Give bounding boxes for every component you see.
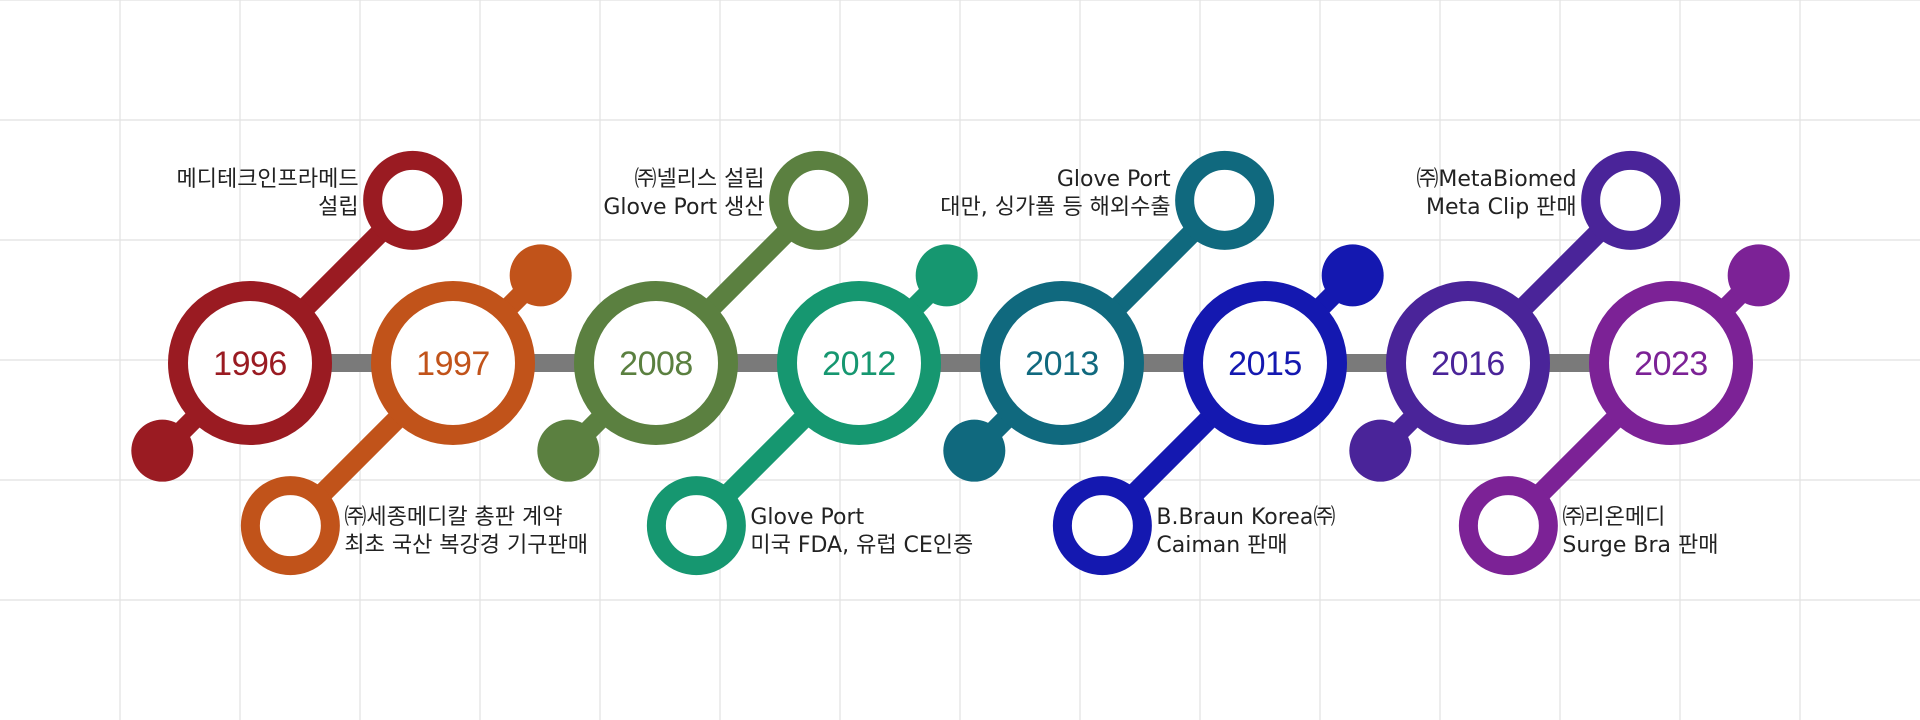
caption-line: ㈜세종메디칼 총판 계약 [344, 504, 563, 530]
year-ring [574, 281, 738, 445]
milestone-1996: 1996 [131, 150, 463, 482]
milestone-end-ring [240, 476, 340, 576]
milestone-dot [1727, 244, 1790, 307]
milestone-dot [509, 244, 572, 307]
milestone-end-ring [1052, 476, 1152, 576]
milestones: 1996 1997 2008 2012 2013 2015 2016 2023 [131, 150, 1790, 576]
year-ring [371, 281, 535, 445]
caption-line: Surge Bra 판매 [1562, 532, 1719, 558]
caption-line: Glove Port 생산 [603, 195, 765, 221]
milestone-2013: 2013 [943, 150, 1275, 482]
milestone-2015: 2015 [1052, 244, 1384, 576]
caption-line: Glove Port [1056, 167, 1171, 193]
year-label: 2023 [1634, 345, 1708, 383]
milestone-end-ring [646, 476, 746, 576]
milestone-end-ring [1458, 476, 1558, 576]
milestone-dot [915, 244, 978, 307]
milestone-2016: 2016 [1349, 150, 1681, 482]
caption-line: ㈜MetaBiomed [1416, 167, 1577, 193]
year-label: 2012 [822, 345, 896, 383]
caption-line: 대만, 싱가폴 등 해외수출 [940, 195, 1171, 221]
year-label: 2008 [619, 345, 693, 383]
caption-line: B.Braun Korea㈜ [1156, 504, 1336, 530]
year-label: 2013 [1025, 345, 1099, 383]
milestone-2008: 2008 [537, 150, 869, 482]
caption-line: ㈜넬리스 설립 [634, 167, 765, 193]
year-label: 1997 [416, 345, 490, 383]
milestone-dot [537, 419, 600, 482]
milestone-end-ring [769, 150, 869, 250]
caption-line: Glove Port [750, 504, 865, 530]
year-label: 2015 [1228, 345, 1302, 383]
caption-line: Caiman 판매 [1156, 532, 1288, 558]
year-ring [1386, 281, 1550, 445]
milestone-dot [1349, 419, 1412, 482]
caption-line: 설립 [318, 195, 359, 221]
year-label: 2016 [1431, 345, 1505, 383]
milestone-2012: 2012 [646, 244, 978, 576]
caption-line: 최초 국산 복강경 기구판매 [344, 532, 588, 558]
year-ring [777, 281, 941, 445]
year-ring [980, 281, 1144, 445]
milestone-2023: 2023 [1458, 244, 1790, 576]
milestone-end-ring [1175, 150, 1275, 250]
caption-line: ㈜리온메디 [1562, 504, 1666, 530]
caption-line: 메디테크인프라메드 [176, 167, 359, 193]
milestone-end-ring [363, 150, 463, 250]
milestone-caption: B.Braun Korea㈜Caiman 판매 [1156, 504, 1335, 560]
year-ring [168, 281, 332, 445]
year-ring [1589, 281, 1753, 445]
caption-line: 미국 FDA, 유럽 CE인증 [750, 532, 974, 558]
milestone-dot [1321, 244, 1384, 307]
year-ring [1183, 281, 1347, 445]
milestone-1997: 1997 [240, 244, 572, 576]
year-label: 1996 [213, 345, 287, 383]
milestone-end-ring [1581, 150, 1681, 250]
caption-line: Meta Clip 판매 [1425, 195, 1577, 221]
milestone-dot [943, 419, 1006, 482]
milestone-dot [131, 419, 194, 482]
